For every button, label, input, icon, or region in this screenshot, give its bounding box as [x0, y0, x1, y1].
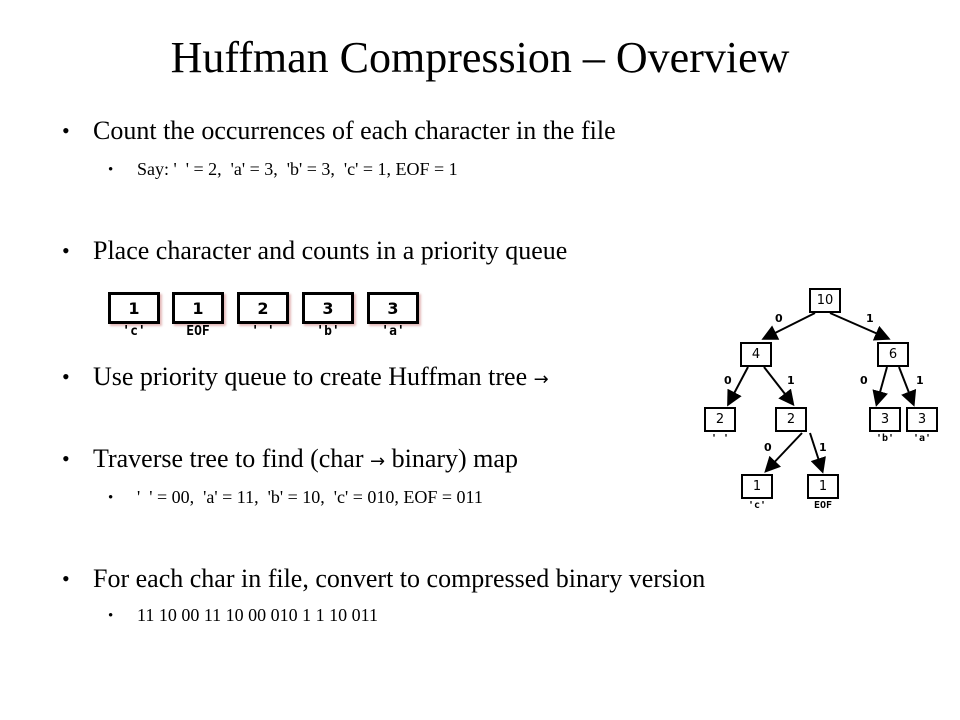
subbullet-counts: Say: ' ' = 2, 'a' = 3, 'b' = 3, 'c' = 1,…: [137, 159, 458, 179]
subbullet-code-map: ' ' = 00, 'a' = 11, 'b' = 10, 'c' = 010,…: [137, 487, 483, 507]
tree-edge: [898, 366, 917, 407]
subbullet-encoded-bits: 11 10 00 11 10 00 010 1 1 10 011: [137, 605, 378, 625]
tree-edge: [829, 312, 891, 341]
pq-label: 'a': [381, 324, 405, 339]
bullet-dot: •: [62, 118, 70, 143]
bullet-count-occurrences: Count the occurrences of each character …: [93, 116, 616, 145]
bullet-dot: •: [62, 446, 70, 471]
subbullet-dot: •: [108, 608, 114, 624]
bullet-traverse-text-after: binary) map: [385, 444, 518, 473]
bullet-dot: •: [62, 566, 70, 591]
tree-edge: [761, 312, 816, 340]
edge-label-zero: 0: [764, 441, 772, 454]
tree-node: 3: [906, 407, 938, 432]
tree-node: 1: [741, 474, 773, 499]
tree-edge: [872, 366, 888, 407]
bullet-priority-queue: Place character and counts in a priority…: [93, 236, 568, 265]
pq-label: 'c': [122, 324, 146, 339]
bullet-dot: •: [62, 364, 70, 389]
edge-label-one: 1: [866, 312, 874, 325]
edge-label-zero: 0: [860, 374, 868, 387]
tree-edge: [727, 366, 749, 407]
tree-node: 3: [869, 407, 901, 432]
pq-item: 3 'b': [302, 292, 354, 340]
tree-edge: [763, 366, 795, 407]
tree-leaf-label: ' ': [710, 433, 730, 444]
bullet-create-tree: Use priority queue to create Huffman tre…: [93, 362, 549, 392]
tree-node-root: 10: [809, 288, 841, 313]
edge-label-one: 1: [787, 374, 795, 387]
arrow-right-icon: →: [370, 451, 386, 472]
tree-node: 6: [877, 342, 909, 367]
bullet-traverse-tree: Traverse tree to find (char → binary) ma…: [93, 444, 518, 474]
tree-edge: [764, 432, 803, 473]
edge-label-one: 1: [916, 374, 924, 387]
arrow-right-icon: →: [533, 369, 549, 390]
subbullet-dot: •: [108, 490, 114, 506]
tree-node: 2: [704, 407, 736, 432]
pq-label: EOF: [186, 324, 210, 339]
tree-node: 1: [807, 474, 839, 499]
tree-leaf-label: 'c': [747, 500, 767, 511]
pq-count: 2: [237, 292, 289, 324]
bullet-dot: •: [62, 238, 70, 263]
pq-count: 3: [367, 292, 419, 324]
bullet-convert-file: For each char in file, convert to compre…: [93, 564, 706, 593]
bullet-traverse-text: Traverse tree to find (char: [93, 444, 370, 473]
pq-count: 1: [172, 292, 224, 324]
bullet-create-tree-text: Use priority queue to create Huffman tre…: [93, 362, 528, 391]
tree-leaf-label: 'a': [912, 433, 932, 444]
pq-label: 'b': [316, 324, 340, 339]
pq-item: 2 ' ': [237, 292, 289, 340]
pq-count: 1: [108, 292, 160, 324]
pq-item: 1 'c': [108, 292, 160, 340]
tree-node: 2: [775, 407, 807, 432]
edge-label-zero: 0: [724, 374, 732, 387]
pq-count: 3: [302, 292, 354, 324]
pq-item: 3 'a': [367, 292, 419, 340]
tree-leaf-label: EOF: [813, 500, 833, 511]
slide-title: Huffman Compression – Overview: [170, 33, 790, 82]
subbullet-dot: •: [108, 162, 114, 178]
pq-item: 1 EOF: [172, 292, 224, 340]
tree-node: 4: [740, 342, 772, 367]
tree-edge: [809, 432, 826, 474]
edge-label-one: 1: [819, 441, 827, 454]
pq-label: ' ': [251, 324, 275, 339]
tree-leaf-label: 'b': [875, 433, 895, 444]
edge-label-zero: 0: [775, 312, 783, 325]
